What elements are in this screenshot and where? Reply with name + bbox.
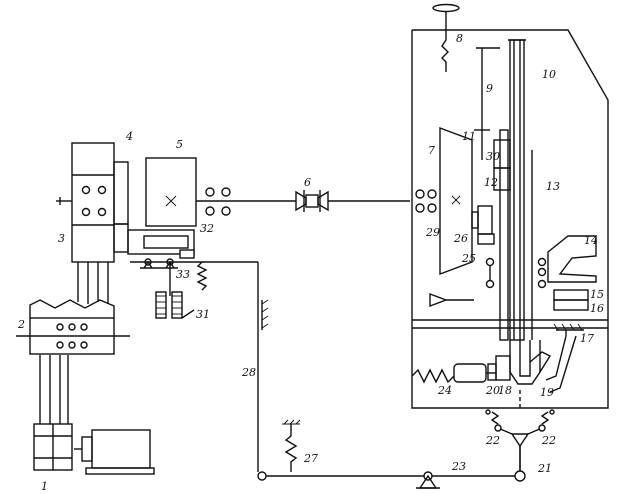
label-14: 14: [584, 234, 598, 247]
main-shaft: [196, 187, 410, 216]
belt-drive-lower: [39, 355, 69, 424]
label-2: 2: [17, 318, 25, 331]
housing-shaft-bearing: [415, 189, 437, 213]
label-11: 11: [462, 130, 476, 143]
label-21: 21: [537, 462, 552, 475]
label-8: 8: [456, 32, 463, 45]
label-20: 20: [485, 384, 500, 397]
lever-23: [257, 471, 520, 489]
coupling-4: [113, 161, 129, 225]
sleeve-13: [499, 129, 533, 341]
brake-31: [155, 291, 195, 319]
weight-16: [553, 299, 589, 311]
label-10: 10: [542, 68, 556, 81]
pivot-21: [514, 446, 526, 482]
worm-gear-7: [439, 126, 473, 276]
label-6: 6: [304, 176, 311, 189]
spindle-nose-19: [509, 340, 552, 385]
fixed-support-symbol: [429, 292, 474, 308]
label-23: 23: [451, 460, 466, 473]
ram-20: [487, 363, 497, 381]
label-24: 24: [437, 384, 452, 397]
pulley-block-2: [16, 299, 130, 355]
lever-33: [130, 258, 258, 296]
lower-pulley-pair: [33, 423, 73, 471]
part-labels: 1 2 3 4 5 6 7 8 9 10 11 12 13 14 15 16 1…: [17, 32, 604, 493]
label-32: 32: [200, 222, 214, 235]
label-26: 26: [453, 232, 468, 245]
spindle-10: [508, 39, 526, 341]
label-19: 19: [540, 386, 554, 399]
label-16: 16: [590, 302, 604, 315]
label-7: 7: [428, 144, 435, 157]
spring-24: [411, 368, 455, 384]
label-15: 15: [590, 288, 604, 301]
clamp-18: [495, 355, 511, 381]
label-1: 1: [41, 480, 48, 493]
label-4: 4: [125, 130, 133, 143]
spring-27: [282, 419, 301, 472]
flexible-coupling-6: [295, 190, 329, 212]
label-22-right: 22: [541, 434, 556, 447]
label-31: 31: [196, 308, 210, 321]
shaft-9: [476, 47, 500, 130]
cylinder-24: [453, 363, 496, 383]
lever-17: [545, 323, 584, 393]
label-27: 27: [303, 452, 318, 465]
sleeve-bearings: [485, 257, 547, 289]
weight-15: [553, 289, 589, 301]
label-12: 12: [484, 176, 498, 189]
gear-12: [493, 167, 511, 191]
label-3: 3: [58, 232, 65, 245]
gear-11: [474, 129, 490, 160]
belt-drive-upper: [77, 262, 109, 304]
rod-28: [257, 262, 269, 472]
label-18: 18: [498, 384, 512, 397]
electric-motor: [74, 429, 155, 475]
label-25: 25: [461, 252, 476, 265]
gear-25: [477, 233, 495, 245]
label-33: 33: [176, 268, 190, 281]
label-22-left: 22: [485, 434, 500, 447]
cone-clutch-14: [547, 235, 597, 283]
handwheel-8: [432, 3, 460, 72]
label-29: 29: [425, 226, 440, 239]
label-5: 5: [176, 138, 183, 151]
electromagnet-5: [145, 157, 197, 227]
label-17: 17: [580, 332, 594, 345]
label-13: 13: [546, 180, 560, 193]
label-9: 9: [486, 82, 493, 95]
clutch-32: [113, 223, 195, 259]
label-28: 28: [241, 366, 256, 379]
label-30: 30: [486, 150, 500, 163]
clutch-26: [471, 205, 493, 235]
